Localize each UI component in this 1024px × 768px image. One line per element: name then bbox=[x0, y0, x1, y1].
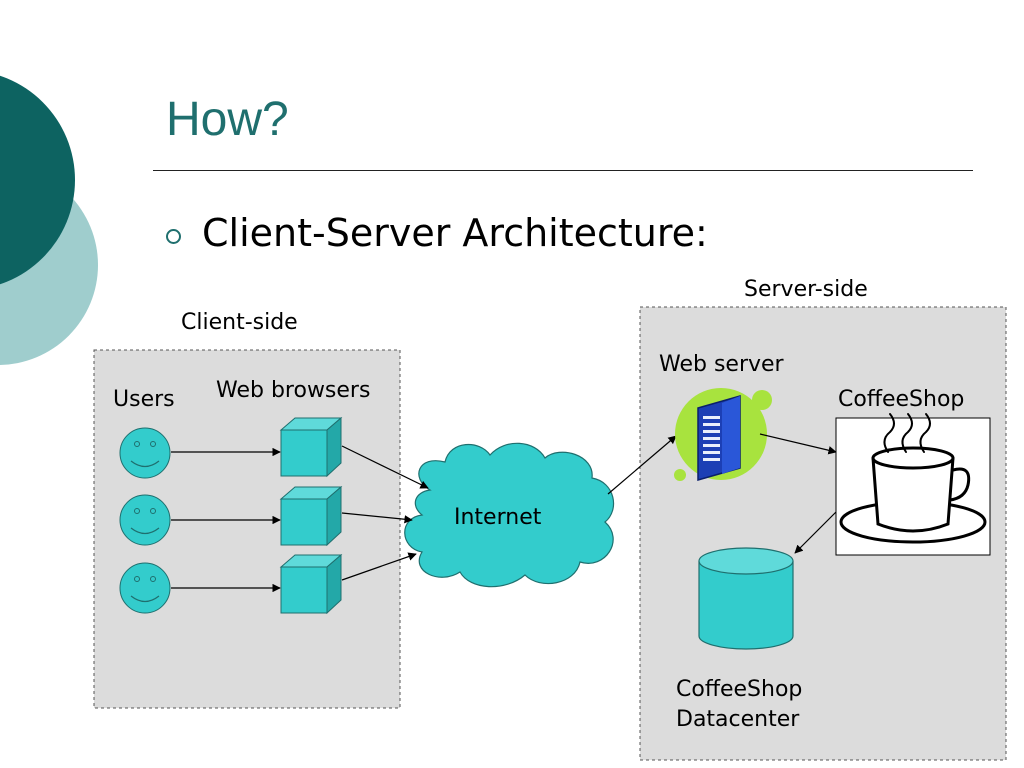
user-icon bbox=[119, 427, 171, 479]
coffeeshop-label: CoffeeShop bbox=[838, 387, 964, 412]
arrow-internet-to-server bbox=[607, 435, 677, 495]
internet-cloud-icon bbox=[404, 442, 615, 588]
arrow-server-to-coffeeshop bbox=[759, 433, 837, 455]
web-browsers-label: Web browsers bbox=[216, 378, 370, 403]
arrow-coffeeshop-to-datacenter bbox=[794, 511, 837, 554]
slide-title: How? bbox=[166, 93, 289, 146]
dark-circle-shape bbox=[0, 75, 75, 285]
web-server-icon bbox=[674, 388, 772, 481]
datacenter-label-line2: Datacenter bbox=[676, 707, 800, 732]
browser-cube-icon bbox=[279, 485, 343, 547]
arrow-browser-to-internet bbox=[341, 512, 413, 524]
server-side-label: Server-side bbox=[744, 277, 868, 302]
database-cylinder-icon bbox=[698, 547, 794, 650]
decorative-circles bbox=[0, 75, 98, 365]
user-icon bbox=[119, 494, 171, 546]
browser-cube-icon bbox=[279, 416, 343, 478]
arrow-browser-to-internet bbox=[341, 445, 429, 489]
title-divider bbox=[153, 170, 973, 171]
browser-cube-icon bbox=[279, 553, 343, 615]
bullet-icon bbox=[166, 229, 181, 244]
users-label: Users bbox=[113, 387, 175, 412]
datacenter-label-line1: CoffeeShop bbox=[676, 677, 802, 702]
coffee-cup-icon bbox=[839, 413, 987, 544]
user-icon bbox=[119, 562, 171, 614]
web-server-label: Web server bbox=[659, 352, 785, 377]
arrow-browser-to-internet bbox=[341, 552, 417, 581]
internet-label: Internet bbox=[454, 505, 542, 530]
client-side-label: Client-side bbox=[181, 310, 298, 335]
bullet-text: Client-Server Architecture: bbox=[202, 211, 708, 255]
